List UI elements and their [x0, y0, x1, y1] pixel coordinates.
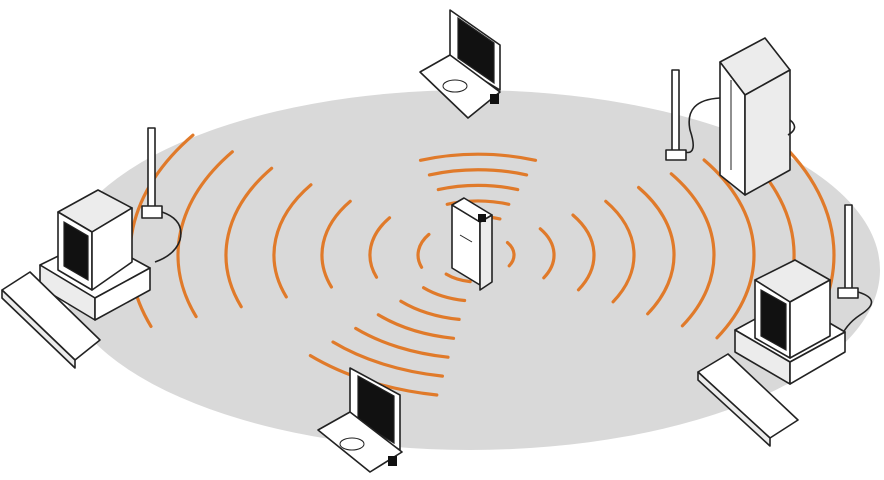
wireless-network-diagram — [0, 0, 884, 480]
